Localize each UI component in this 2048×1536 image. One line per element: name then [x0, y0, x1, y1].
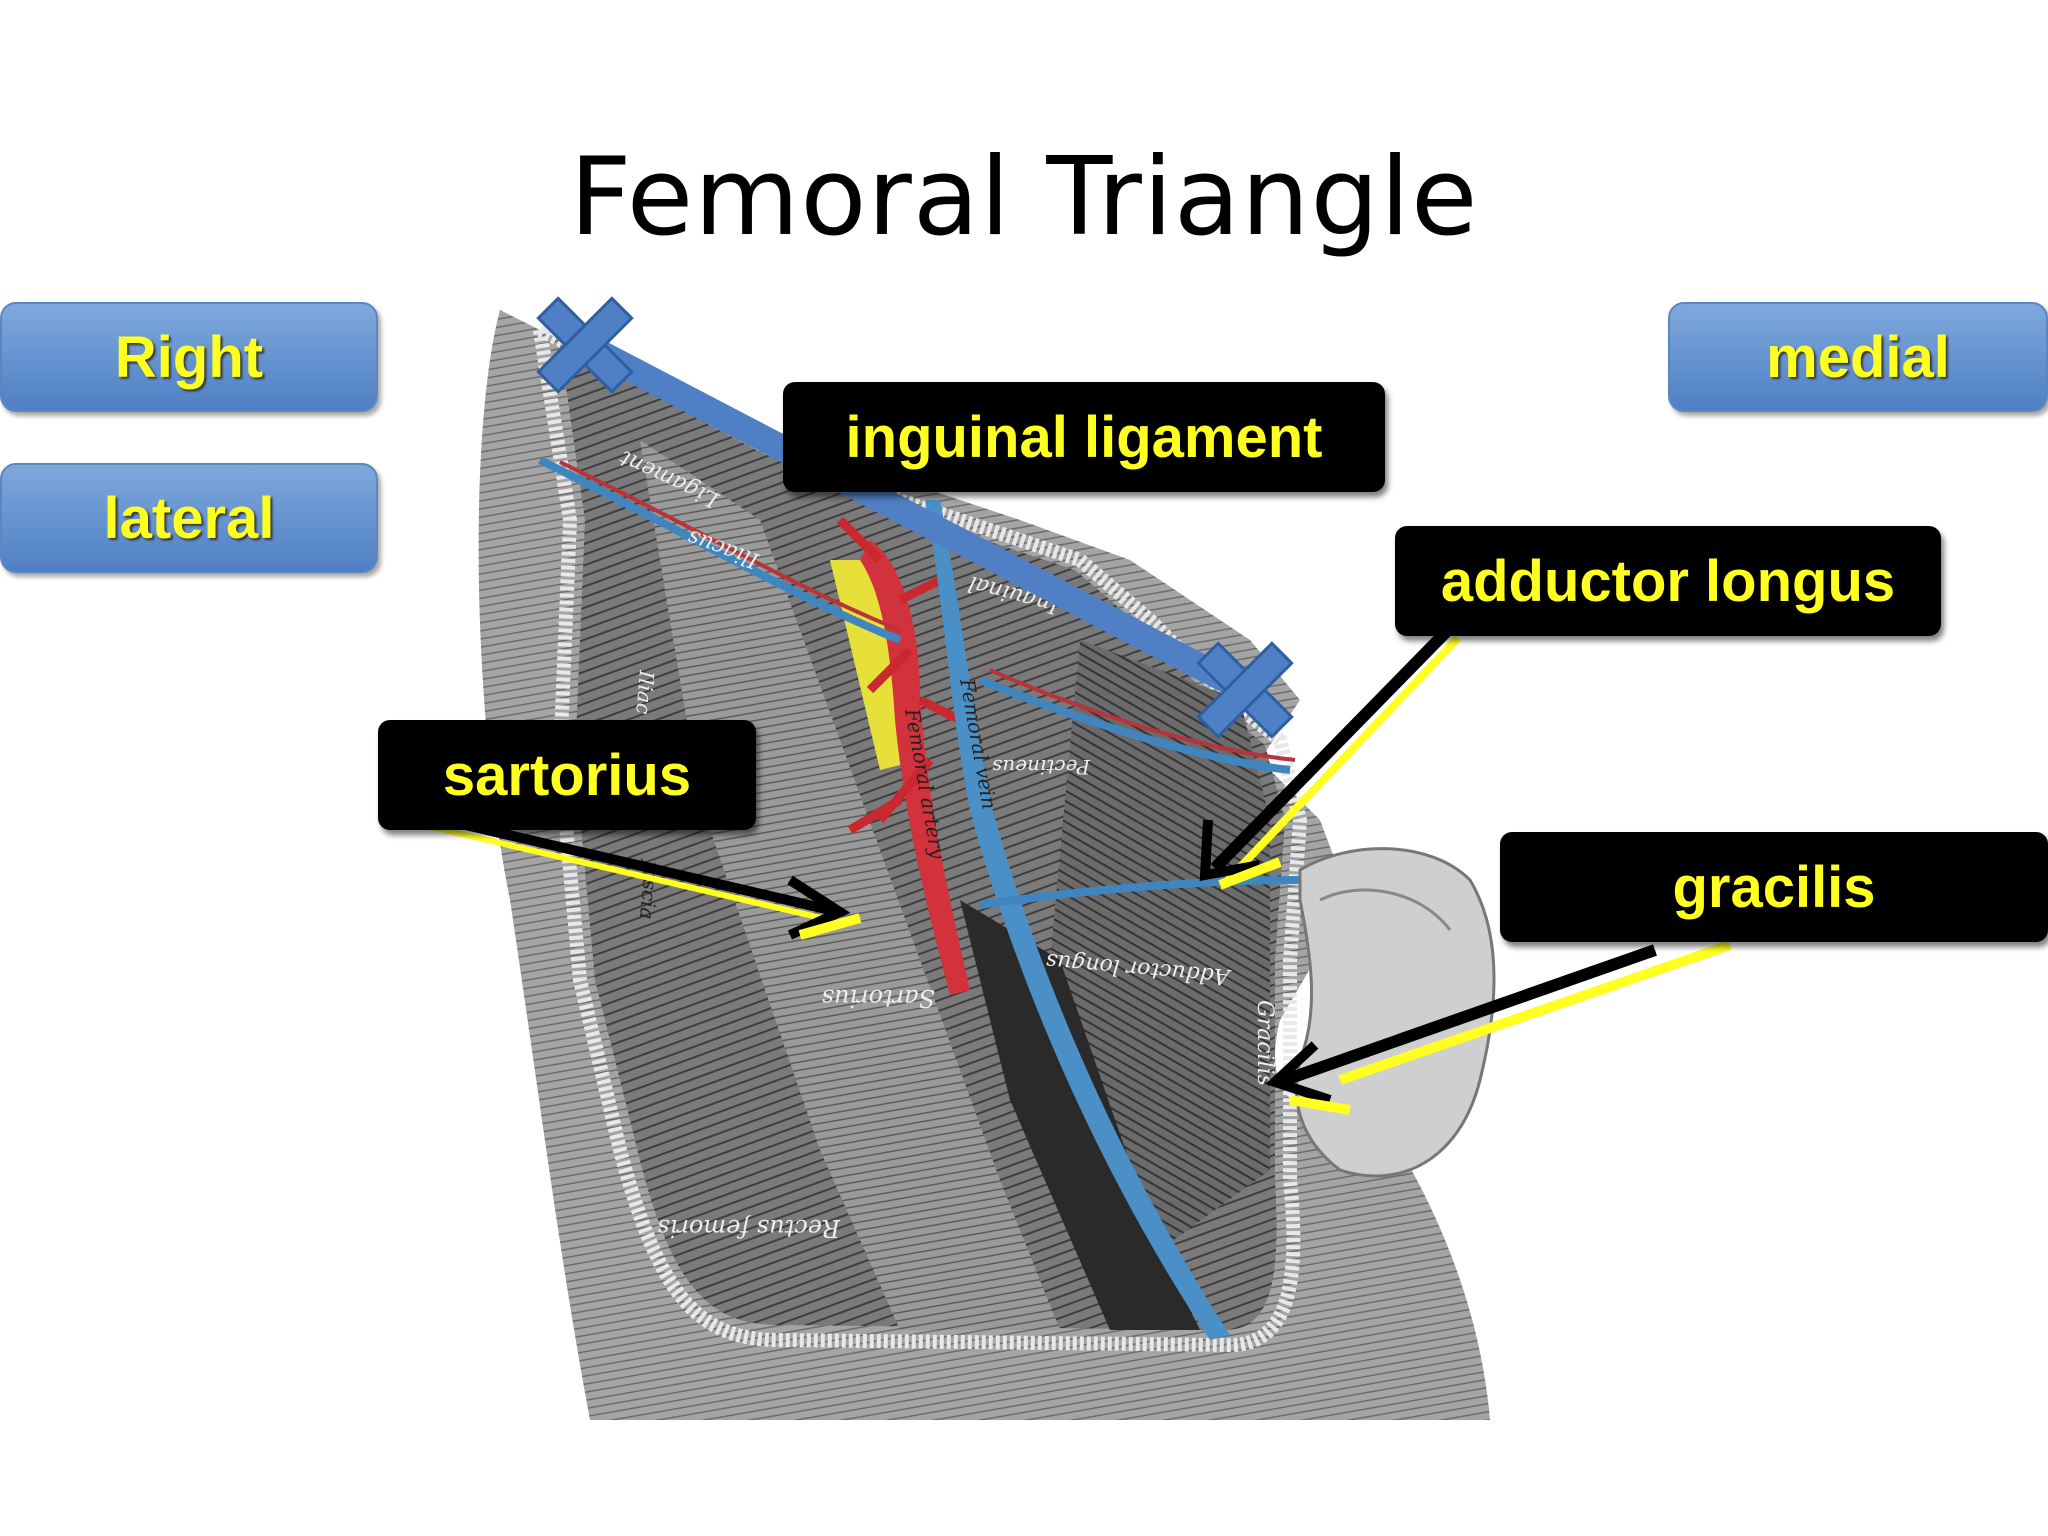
artery-branch-lateral [559, 460, 1296, 762]
gracilis-label: gracilis [1500, 832, 2048, 942]
adductor-longus-label: adductor longus [1395, 526, 1941, 636]
arrow-adductor-longus [1199, 625, 1461, 890]
engraving-iliac: Iliac [631, 669, 659, 716]
engraving-pectineus: Pectineus [992, 755, 1091, 779]
engraving-sartorius: Sartorius [822, 984, 935, 1012]
x-marker-asis [536, 296, 634, 394]
sartorius-muscle [640, 440, 1060, 1330]
inguinal-ligament-line [578, 333, 1252, 702]
engraving-gracilis: Gracilis [1252, 1000, 1277, 1086]
femoral-artery [860, 540, 970, 995]
scrotum-shape [1294, 847, 1496, 1178]
inguinal-ligament-label: inguinal ligament [783, 382, 1385, 492]
medial-orientation-button[interactable]: medial [1668, 302, 2048, 412]
x-marker-pubic-tubercle [1196, 641, 1294, 739]
slide-title: Femoral Triangle [569, 135, 1479, 260]
vein-branches [538, 456, 1301, 909]
sartorius-label: sartorius [378, 720, 756, 830]
lateral-orientation-button[interactable]: lateral [0, 463, 378, 573]
engraving-rectus-femoris: Rectus femoris [657, 1214, 841, 1242]
skin-flap-border [530, 317, 1308, 1353]
right-orientation-button[interactable]: Right [0, 302, 378, 412]
arrow-gracilis [1265, 940, 1732, 1115]
artery-branches [836, 516, 963, 834]
